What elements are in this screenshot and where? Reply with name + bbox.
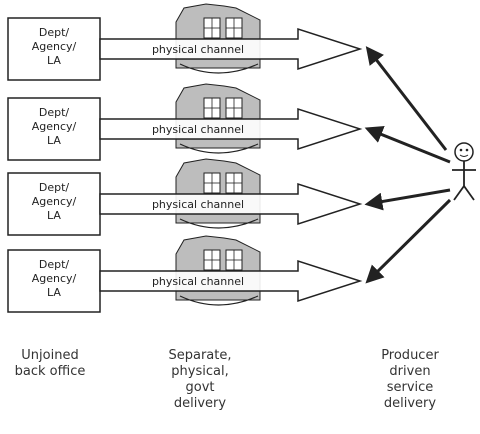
producer-arrow-4 xyxy=(365,198,452,284)
dept-box-label: Agency/ xyxy=(32,120,77,133)
dept-box-label: Dept/ xyxy=(39,258,70,271)
physical-channel-label: physical channel xyxy=(152,43,244,56)
caption-unjoined-back-office: Unjoined back office xyxy=(14,348,86,379)
row-3: Dept/Agency/LA physical channel xyxy=(7,158,363,236)
dept-box-label: LA xyxy=(47,286,61,299)
producer-arrow-1 xyxy=(365,46,448,151)
dept-box-label: LA xyxy=(47,134,61,147)
dept-agency-la-box xyxy=(7,97,101,161)
dept-agency-la-box xyxy=(7,17,101,81)
caption-producer-driven-delivery: Producer driven service delivery xyxy=(381,348,439,411)
producer-arrow-2 xyxy=(364,126,451,164)
dept-box-label: Agency/ xyxy=(32,40,77,53)
physical-channel-arrow xyxy=(99,259,363,303)
dept-box-label: Dept/ xyxy=(39,106,70,119)
dept-box-label: Agency/ xyxy=(32,272,77,285)
physical-channel-arrow xyxy=(99,107,363,151)
producer-arrow-3 xyxy=(364,188,451,211)
physical-channel-arrow xyxy=(99,182,363,226)
dept-box-label: LA xyxy=(47,209,61,222)
row-1: Dept/Agency/LA physical channel xyxy=(7,3,363,81)
physical-channel-label: physical channel xyxy=(152,275,244,288)
stick-figure-person-icon xyxy=(452,142,476,201)
row-2: Dept/Agency/LA physical channel xyxy=(7,83,363,161)
dept-agency-la-box xyxy=(7,249,101,313)
physical-channel-label: physical channel xyxy=(152,123,244,136)
dept-box-label: Dept/ xyxy=(39,26,70,39)
dept-box-label: LA xyxy=(47,54,61,67)
row-4: Dept/Agency/LA physical channel xyxy=(7,235,363,313)
dept-box-label: Agency/ xyxy=(32,195,77,208)
physical-channel-arrow xyxy=(99,27,363,71)
caption-separate-physical-delivery: Separate, physical, govt delivery xyxy=(168,348,232,411)
dept-box-label: Dept/ xyxy=(39,181,70,194)
physical-channel-label: physical channel xyxy=(152,198,244,211)
